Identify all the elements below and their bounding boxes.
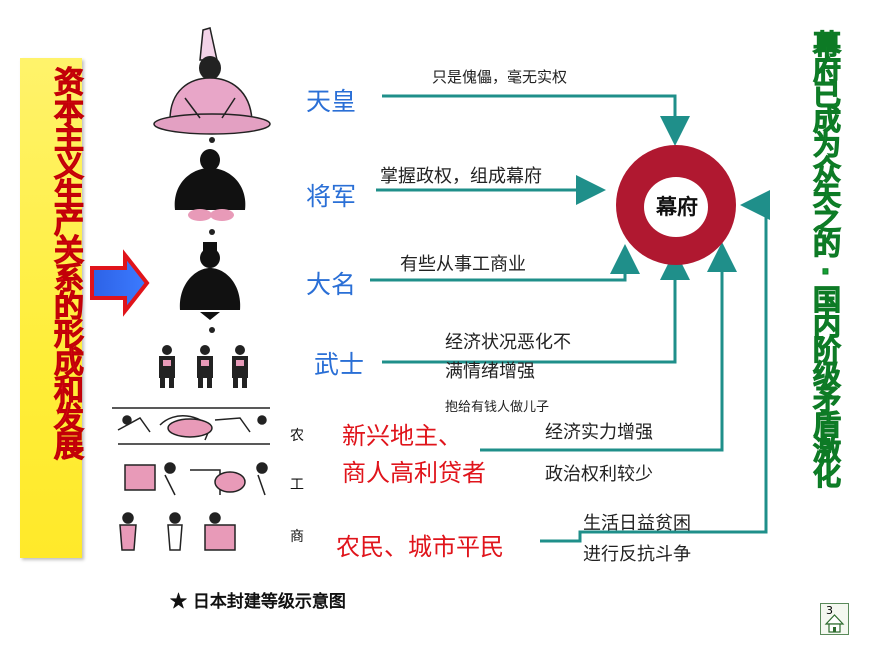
page-number: 3 (826, 604, 833, 617)
note-merchant-2: 政治权利较少 (545, 464, 653, 485)
left-banner: 资本主义生产关系的形成和发展 (20, 58, 84, 558)
daimyo-figure-icon (179, 242, 241, 320)
samurai-figures-icon (159, 345, 248, 388)
group-commoners: 农民、城市平民 (336, 533, 504, 561)
shogunate-ring (616, 145, 736, 265)
home-icon (824, 614, 845, 633)
figure-caption: ★ 日本封建等级示意图 (170, 592, 346, 612)
note-samurai-2: 满情绪增强 (445, 361, 535, 382)
note-samurai-extra: 抱给有钱人做儿子 (445, 400, 550, 415)
rank-emperor: 天皇 (306, 87, 357, 116)
note-samurai-1: 经济状况恶化不 (445, 332, 571, 353)
shogun-figure-icon (174, 149, 246, 221)
home-button[interactable]: 3 (820, 603, 849, 635)
note-shogun: 掌握政权，组成幕府 (380, 166, 542, 187)
group-new-landlord: 新兴地主、 (342, 422, 462, 450)
right-banner-text: 幕府已成为众矢之的·国内阶级矛盾激化 (809, 30, 843, 486)
note-emperor: 只是傀儡，毫无实权 (432, 68, 568, 86)
craft-scene-icon (124, 462, 268, 496)
column-artisan: 工 (290, 477, 304, 493)
farming-scene-icon (112, 407, 270, 445)
note-peasant-1: 生活日益贫困 (583, 513, 691, 534)
note-daimyo: 有些从事工商业 (400, 254, 526, 275)
merchant-scene-icon (119, 512, 236, 551)
column-merchant: 商 (290, 529, 304, 545)
column-farmer: 农 (290, 428, 304, 444)
shogunate-label: 幕府 (656, 195, 698, 219)
rank-daimyo: 大名 (306, 270, 357, 299)
left-banner-text: 资本主义生产关系的形成和发展 (48, 66, 84, 459)
rank-samurai: 武士 (314, 350, 365, 379)
rank-shogun: 将军 (306, 182, 357, 211)
group-merchant: 商人高利贷者 (342, 459, 486, 487)
note-peasant-2: 进行反抗斗争 (583, 544, 691, 565)
pointer-arrow-icon (90, 249, 150, 317)
note-merchant-1: 经济实力增强 (545, 422, 653, 443)
emperor-figure-icon (153, 27, 271, 135)
